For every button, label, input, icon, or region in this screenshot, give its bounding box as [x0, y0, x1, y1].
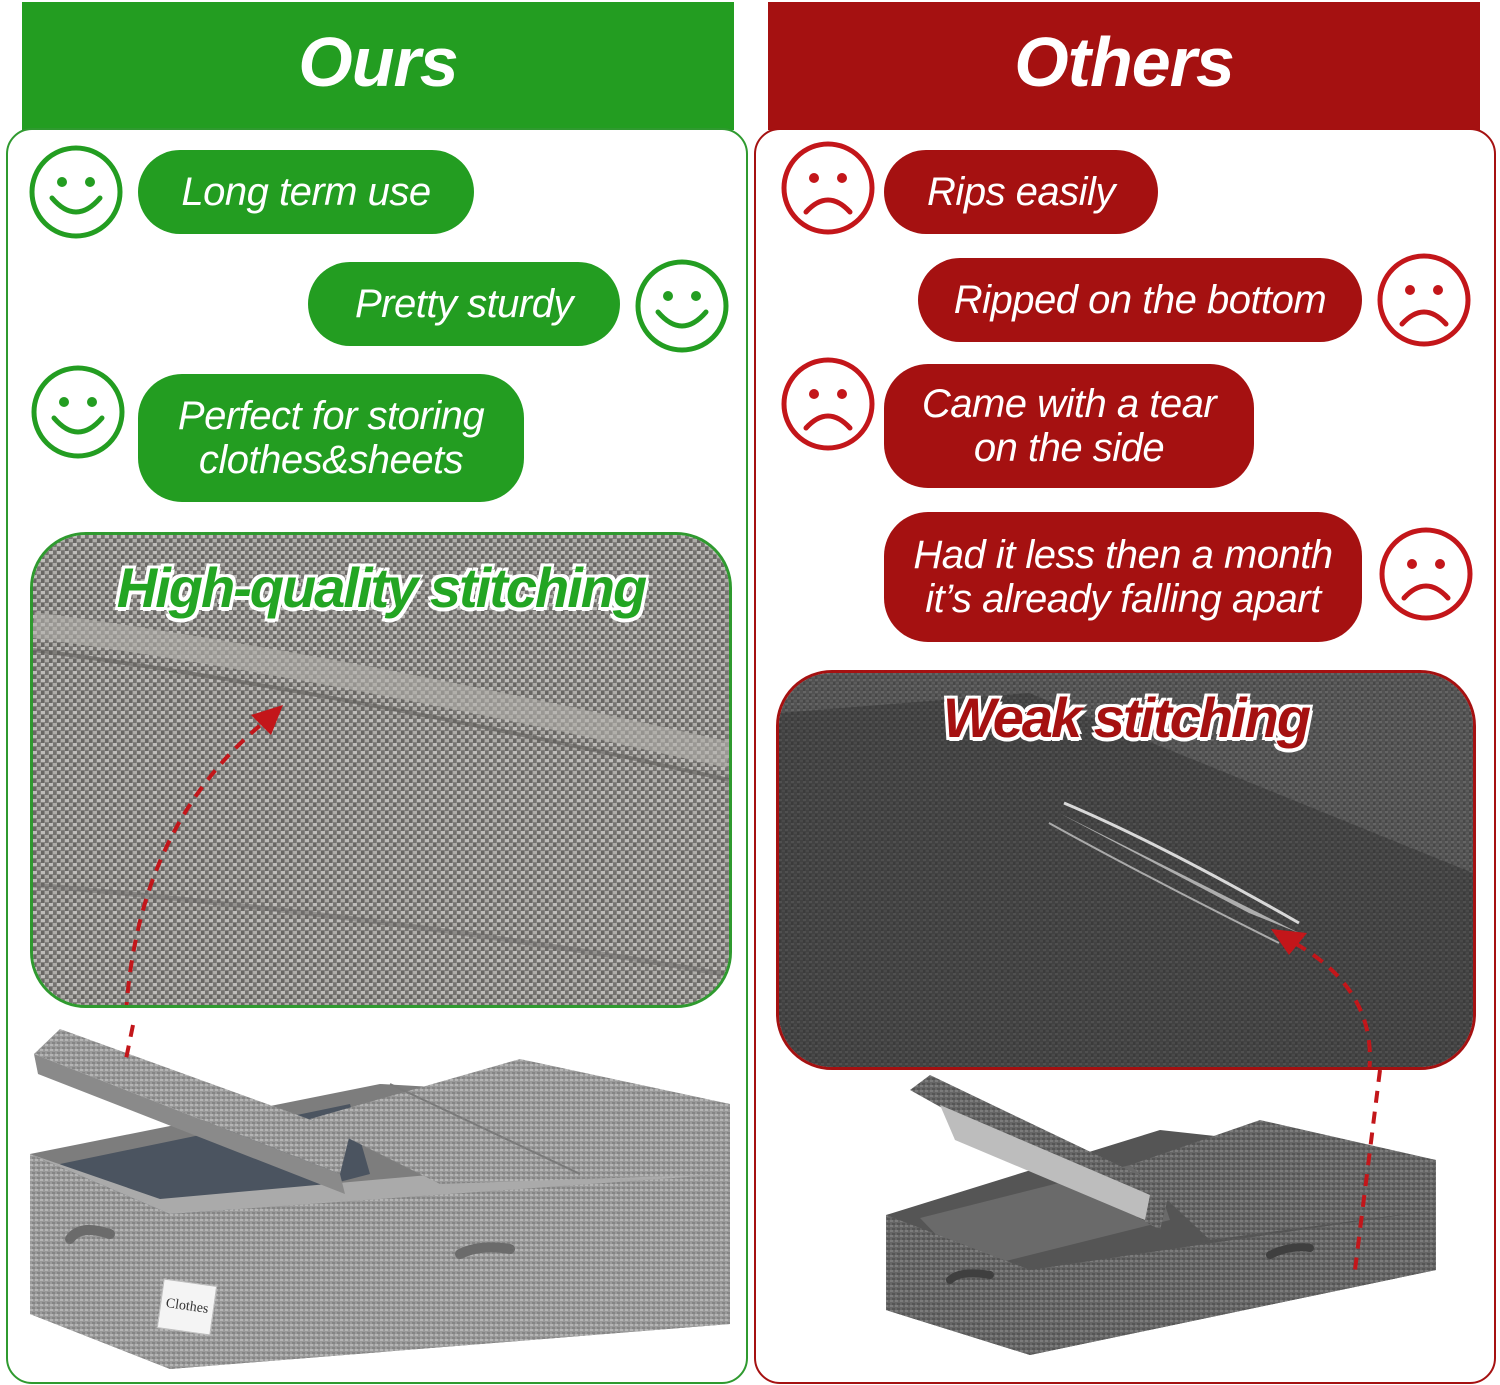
point-text-line2: it’s already falling apart	[925, 577, 1321, 621]
others-point-falling-apart: Had it less then a month it’s already fa…	[884, 512, 1362, 642]
point-text: Long term use	[181, 170, 431, 214]
smiley-icon	[31, 365, 125, 459]
ours-point-perfect-for-storing: Perfect for storing clothes&sheets	[138, 374, 524, 502]
others-fabric-closeup: Weak stitching	[776, 670, 1476, 1070]
others-photo-caption: Weak stitching	[942, 686, 1311, 749]
ours-point-long-term-use: Long term use	[138, 150, 474, 234]
others-point-ripped-on-bottom: Ripped on the bottom	[918, 258, 1362, 342]
ours-header: Ours	[22, 2, 734, 130]
frown-icon	[1379, 527, 1473, 621]
others-point-rips-easily: Rips easily	[884, 150, 1158, 234]
point-text: Rips easily	[927, 170, 1115, 214]
point-text-line1: Perfect for storing	[177, 394, 485, 438]
point-text: Pretty sturdy	[354, 282, 574, 326]
others-point-came-with-tear: Came with a tear on the side	[884, 364, 1254, 488]
frown-icon	[781, 141, 875, 235]
point-text-line2: clothes&sheets	[198, 438, 464, 482]
ours-box-label: Clothes	[156, 1278, 218, 1336]
point-text-line2: on the side	[973, 426, 1165, 470]
frown-icon	[781, 357, 875, 451]
smiley-icon	[635, 259, 729, 353]
point-text-line1: Came with a tear	[921, 382, 1217, 426]
fabric-texture	[33, 535, 729, 1005]
point-text-line1: Had it less then a month	[913, 533, 1333, 577]
others-storage-box-image	[886, 1070, 1436, 1355]
frown-icon	[1377, 253, 1471, 347]
ours-photo-caption: High-quality stitching	[116, 556, 647, 619]
others-header: Others	[768, 2, 1480, 130]
smiley-icon	[29, 145, 123, 239]
fabric-texture	[779, 673, 1473, 1067]
ours-title: Ours	[298, 23, 458, 101]
others-title: Others	[1014, 23, 1235, 101]
ours-point-pretty-sturdy: Pretty sturdy	[308, 262, 620, 346]
point-text: Ripped on the bottom	[953, 278, 1327, 322]
ours-fabric-closeup: High-quality stitching	[30, 532, 732, 1008]
ours-storage-box-image	[30, 1024, 730, 1369]
